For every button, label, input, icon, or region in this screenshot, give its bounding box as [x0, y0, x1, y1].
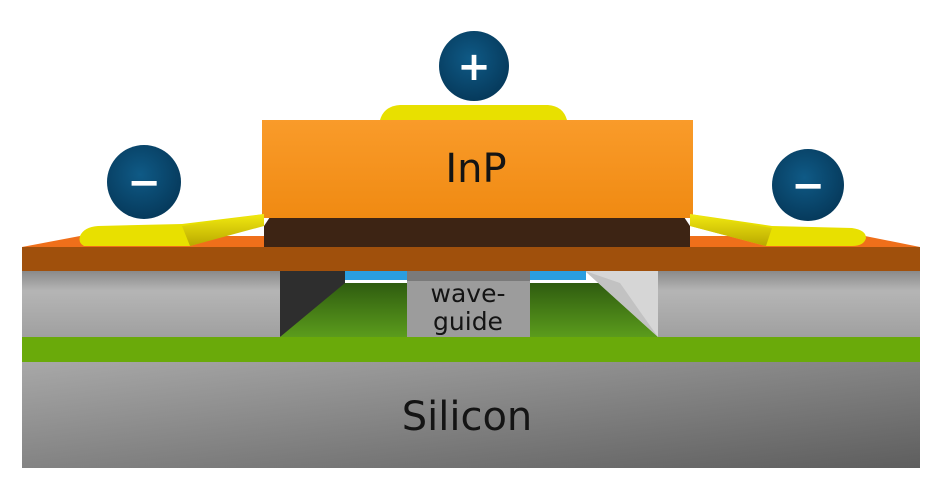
active-layer	[264, 217, 690, 247]
silicon-substrate	[22, 362, 920, 468]
oxide-left	[22, 271, 280, 337]
electrode-negative-right: −	[772, 149, 844, 221]
trench-wall-right-shade	[585, 271, 658, 337]
electrode-negative-left-sign: −	[127, 160, 161, 206]
electrode-positive-circle	[439, 31, 509, 101]
right-metal-side	[690, 214, 772, 246]
blue-gap-left	[345, 271, 407, 280]
electrode-negative-right-sign: −	[791, 163, 825, 209]
left-metal-side	[182, 214, 264, 246]
blue-gap-right	[530, 271, 586, 280]
electrode-negative-left-circle	[107, 145, 181, 219]
green-layer	[22, 337, 920, 362]
electrode-positive-sign: +	[457, 44, 491, 90]
contact-layer	[22, 247, 920, 271]
label-silicon: Silicon	[402, 394, 533, 440]
label-waveguide-line1: wave-	[431, 279, 506, 308]
label-inp: InP	[445, 146, 506, 192]
inp-mesa	[262, 120, 693, 218]
electrode-negative-left: −	[107, 145, 181, 219]
waveguide-top-shade	[407, 271, 530, 281]
electrode-positive: +	[439, 31, 509, 101]
trench-wall-left	[280, 271, 345, 337]
electrode-negative-right-circle	[772, 149, 844, 221]
waveguide	[407, 271, 530, 337]
label-waveguide-line2: guide	[433, 307, 503, 336]
top-metal-contact	[380, 105, 567, 120]
oxide-right	[658, 271, 920, 337]
